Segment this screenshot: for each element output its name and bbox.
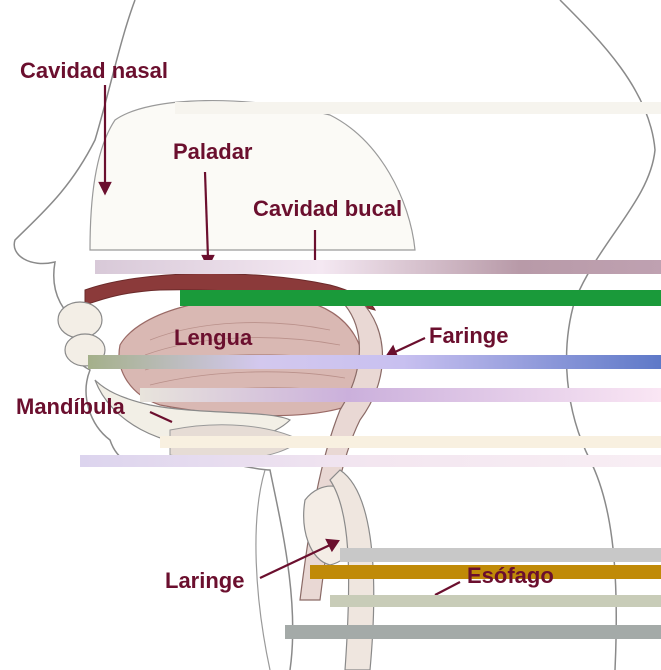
glitch-bar [180,290,661,306]
label-laringe: Laringe [165,570,244,592]
glitch-bar [140,388,661,402]
throat-outline [256,470,270,670]
glitch-bar [88,355,661,369]
glitch-bar [160,436,661,448]
glitch-bar [330,595,661,607]
arrow-faringe [395,338,425,352]
label-mandibula: Mandíbula [16,396,125,418]
glitch-bar [175,102,661,114]
glitch-bar [340,548,661,562]
upper-lip-shape [58,302,102,338]
label-cavidad-nasal: Cavidad nasal [20,60,168,82]
label-lengua: Lengua [174,327,252,349]
glitch-bar [80,455,661,467]
nasal-cavity-shape [90,101,415,250]
label-cavidad-bucal: Cavidad bucal [253,198,402,220]
glitch-bar [285,625,661,639]
label-faringe: Faringe [429,325,508,347]
label-esofago: Esófago [467,565,554,587]
glitch-bar [95,260,661,274]
arrow-esofago [435,582,460,595]
label-paladar: Paladar [173,141,253,163]
